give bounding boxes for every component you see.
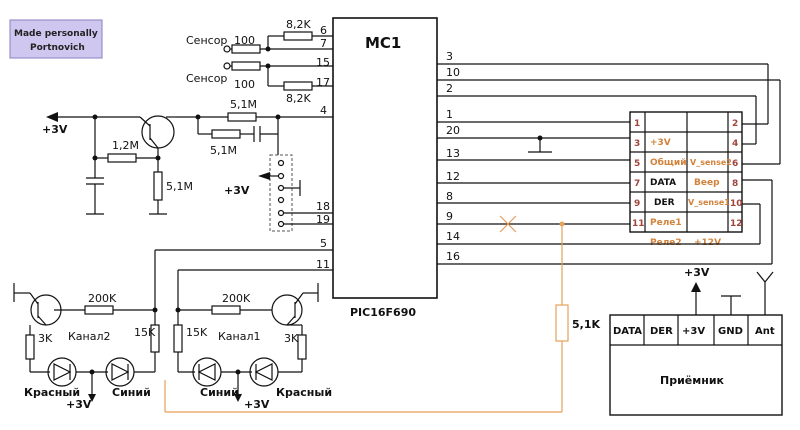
r-3k-a: 3K (38, 332, 53, 345)
mcu-name: MC1 (365, 34, 401, 52)
sensor-label-2: Сенсор (186, 72, 227, 85)
conn-pin-8: 8 (732, 179, 738, 189)
pin-11: 11 (316, 258, 330, 271)
pin-19: 19 (316, 213, 330, 226)
r-1-2m: 1,2M (112, 139, 139, 152)
receiver-title: Приёмник (660, 374, 725, 387)
r-5-1k: 5,1K (572, 318, 600, 331)
r-200k-a: 200K (88, 292, 117, 305)
conn-pin-1: 1 (634, 119, 640, 129)
mcu-left-pins: 6 7 15 17 4 18 19 5 11 (316, 24, 330, 271)
sensor-r4-value: 8,2K (286, 92, 311, 105)
conn-label-common: Общий (650, 157, 687, 168)
channel1-block: 200K Канал1 15K 3K Синий Красный +3V (173, 283, 332, 411)
pin-8: 8 (446, 190, 453, 203)
plus3v-ch2: +3V (66, 398, 92, 411)
receiver-module: DATA DER +3V GND Ant Приёмник +3V (609, 266, 783, 416)
conn-pin-12: 12 (730, 219, 743, 229)
r-3k-b: 3K (284, 332, 299, 345)
conn-pin-2: 2 (732, 119, 738, 129)
conn-label-3v: +3V (650, 138, 671, 148)
channel2-block: 200K Канал2 3K 15K Красный Синий +3V (13, 249, 333, 411)
conn-label-vsense2: V_sense2 (690, 158, 732, 167)
channel2-label: Канал2 (68, 330, 111, 343)
conn-label-beep: Beep (694, 178, 720, 188)
rx-plus3v: +3V (684, 266, 710, 279)
pin-2: 2 (446, 82, 453, 95)
pin-6: 6 (320, 24, 327, 37)
sensor-r3-value: 8,2K (286, 18, 311, 31)
mcu-part: PIC16F690 (350, 306, 416, 319)
led-red-label-b: Красный (276, 386, 332, 399)
pin-20: 20 (446, 124, 460, 137)
pin-3: 3 (446, 50, 453, 63)
pin-4: 4 (320, 104, 327, 117)
jumper-block: +3V (224, 154, 333, 232)
mcu-right-pins: 3 10 2 1 20 13 12 8 9 14 16 (446, 50, 460, 263)
mcu-box (332, 17, 438, 299)
pin-15: 15 (316, 56, 330, 69)
led-blue-label-b: Синий (200, 386, 239, 399)
conn-label-data: DATA (650, 178, 676, 188)
rx-pin-gnd: GND (718, 326, 743, 337)
conn-label-12v: +12V (694, 238, 721, 248)
sensor-r2-value: 100 (234, 78, 255, 91)
mcu-right-wires (437, 63, 781, 265)
led-blue-label-a: Синий (112, 386, 151, 399)
rx-pin-ant: Ant (755, 326, 775, 337)
input-network: +3V 1,2M 5,1M 5,1M (42, 98, 333, 215)
conn-pin-4: 4 (732, 139, 738, 149)
pin-14: 14 (446, 230, 460, 243)
conn-pin-5: 5 (634, 159, 640, 169)
pin-7: 7 (320, 37, 327, 50)
plus3v-ch1: +3V (244, 398, 270, 411)
rx-pin-data: DATA (613, 326, 642, 337)
connector-block: 1 2 3 4 5 6 7 8 9 10 11 12 +3V Общий DAT… (629, 111, 743, 248)
pin-18: 18 (316, 200, 330, 213)
pin-12: 12 (446, 170, 460, 183)
conn-pin-10: 10 (730, 199, 743, 209)
logo-line2: Portnovich (30, 43, 85, 53)
author-logo: Made personally Portnovich (9, 19, 103, 59)
pin-1: 1 (446, 108, 453, 121)
conn-pin-6: 6 (732, 159, 738, 169)
r-5-1m-c: 5,1M (210, 144, 237, 157)
pin-5: 5 (320, 237, 327, 250)
r-15k-a: 15K (134, 326, 156, 339)
r-15k-b: 15K (186, 326, 208, 339)
rx-pin-der: DER (650, 326, 673, 337)
conn-pin-3: 3 (634, 139, 640, 149)
plus3v-left: +3V (42, 123, 68, 136)
sensor-r1-value: 100 (234, 34, 255, 47)
rx-pin-3v: +3V (682, 326, 705, 337)
channel1-label: Канал1 (218, 330, 261, 343)
led-red-label-a: Красный (24, 386, 80, 399)
conn-label-relay2: Реле2 (650, 238, 682, 248)
conn-pin-9: 9 (634, 199, 640, 209)
pullup-5-1k: 5,1K (164, 224, 600, 413)
conn-label-relay1: Реле1 (650, 218, 682, 228)
sensor-label-1: Сенсор (186, 34, 227, 47)
conn-pin-7: 7 (634, 179, 640, 189)
r-5-1m-a: 5,1M (166, 180, 193, 193)
conn-label-vsense1: V_sense1 (688, 198, 730, 207)
plus3v-jumper: +3V (224, 184, 250, 197)
conn-label-der: DER (654, 198, 675, 208)
pin-17: 17 (316, 76, 330, 89)
pin-9: 9 (446, 210, 453, 223)
r-200k-b: 200K (222, 292, 251, 305)
pin-10: 10 (446, 66, 460, 79)
logo-line1: Made personally (14, 29, 98, 39)
r-5-1m-b: 5,1M (230, 98, 257, 111)
pin-13: 13 (446, 147, 460, 160)
sensor-block: Сенсор Сенсор 100 100 8,2K 8,2K (186, 18, 333, 105)
conn-pin-11: 11 (632, 219, 645, 229)
pin-16: 16 (446, 250, 460, 263)
